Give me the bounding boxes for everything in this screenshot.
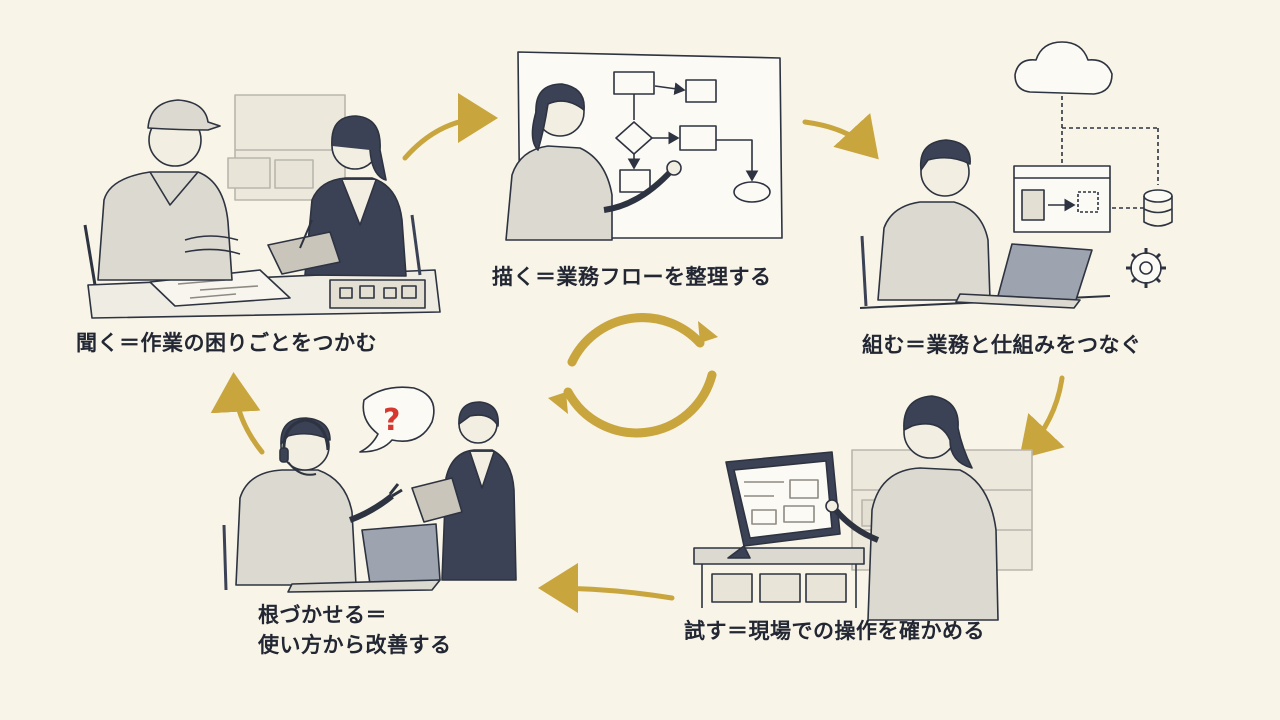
step-label-draw-text: 描く＝業務フローを整理する xyxy=(492,265,772,289)
cycle-arrowhead-top xyxy=(698,321,718,343)
step-label-adopt: 根づかせる＝ 使い方から改善する xyxy=(258,600,452,660)
support-laptop-screen xyxy=(361,523,441,585)
arrow-listen-to-draw xyxy=(402,93,498,161)
developer-hair xyxy=(919,139,971,171)
arrow-adopt-to-listen xyxy=(210,372,265,455)
step-label-test: 試す＝現場での操作を確かめる xyxy=(684,616,985,646)
scene-build-illustration xyxy=(859,41,1173,309)
presenter-hair xyxy=(531,83,585,151)
step-label-adopt-line1: 根づかせる＝ xyxy=(258,603,387,627)
step-label-build: 組む＝業務と仕組みをつなぐ xyxy=(862,330,1142,360)
storage-box xyxy=(274,159,314,189)
presenter-body xyxy=(505,145,613,241)
laptop-screen xyxy=(997,243,1093,301)
presenter-hand xyxy=(666,160,682,176)
support-laptop-base xyxy=(287,579,441,593)
worker-body xyxy=(97,171,233,281)
arrow-draw-to-build xyxy=(802,112,879,160)
arrow-test-to-adopt xyxy=(538,563,675,614)
parts-tray xyxy=(329,279,426,309)
step-label-test-text: 試す＝現場での操作を確かめる xyxy=(684,619,985,643)
cycle-arc-top xyxy=(567,313,705,367)
flow-box xyxy=(619,169,651,193)
flow-box xyxy=(685,79,717,103)
scene-test-illustration xyxy=(693,395,1033,621)
tester-body xyxy=(867,467,999,621)
advisor-clipboard xyxy=(411,477,463,523)
tablet-screen xyxy=(733,460,833,539)
question-mark-icon: ? xyxy=(383,403,400,438)
speech-bubble xyxy=(359,386,435,453)
step-label-adopt-line2: 使い方から改善する xyxy=(258,633,452,657)
storage-box xyxy=(227,157,271,189)
laptop-base xyxy=(955,293,1081,309)
clipboard xyxy=(267,231,341,275)
step-label-draw: 描く＝業務フローを整理する xyxy=(492,262,772,292)
flow-box xyxy=(679,125,717,151)
gear-icon xyxy=(1126,248,1166,288)
scene-adopt-illustration xyxy=(222,386,517,593)
cloud-icon xyxy=(1014,41,1113,95)
step-label-listen: 聞く＝作業の困りごとをつかむ xyxy=(76,328,377,358)
support-agent-body xyxy=(235,469,357,586)
flow-box xyxy=(613,71,655,95)
cycle-arc-bottom xyxy=(563,370,717,438)
arrow-build-to-test xyxy=(1019,375,1065,460)
scene-listen-illustration xyxy=(83,94,441,319)
cycle-arrowhead-bottom xyxy=(548,392,568,414)
center-cycle-icon xyxy=(548,313,718,438)
tester-hair xyxy=(903,395,973,469)
step-label-build-text: 組む＝業務と仕組みをつなぐ xyxy=(862,333,1142,357)
database-icon xyxy=(1143,189,1173,203)
developer-body xyxy=(877,201,991,301)
step-label-listen-text: 聞く＝作業の困りごとをつかむ xyxy=(76,331,377,355)
advisor-hair xyxy=(458,401,499,427)
cart-top xyxy=(693,547,865,565)
consultant-hair xyxy=(331,115,387,181)
scene-draw-illustration xyxy=(505,51,783,241)
advisor-jacket xyxy=(441,449,517,581)
flow-terminal xyxy=(733,181,771,203)
worker-cap xyxy=(147,99,221,131)
headset-icon xyxy=(282,418,330,455)
tester-hand xyxy=(825,499,839,513)
